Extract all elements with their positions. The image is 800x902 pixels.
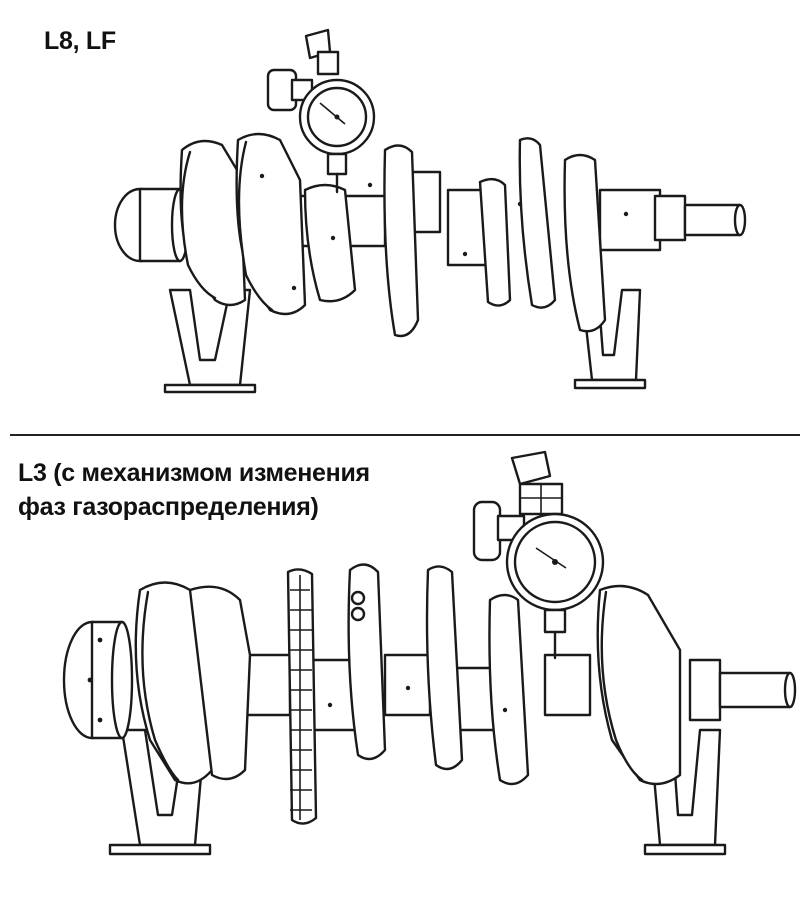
v-block-support-left — [163, 288, 257, 394]
engine-label-bottom-line1: L3 (с механизмом изменения — [18, 459, 370, 487]
engine-label-bottom: L3 (с механизмом изменения фаз газораспр… — [18, 456, 370, 524]
engine-label-top: L8, LF — [44, 27, 116, 55]
engine-label-bottom-line2: фаз газораспределения) — [18, 493, 319, 521]
crankshaft-drawing-bottom — [62, 450, 797, 856]
crankshaft-drawing-top — [113, 28, 747, 394]
timing-sprocket — [286, 568, 318, 825]
dial-indicator-icon — [472, 450, 605, 660]
crankshaft-top — [113, 132, 747, 338]
section-divider — [10, 434, 800, 436]
crankshaft-bottom — [62, 563, 797, 825]
dial-indicator-icon — [266, 28, 376, 194]
